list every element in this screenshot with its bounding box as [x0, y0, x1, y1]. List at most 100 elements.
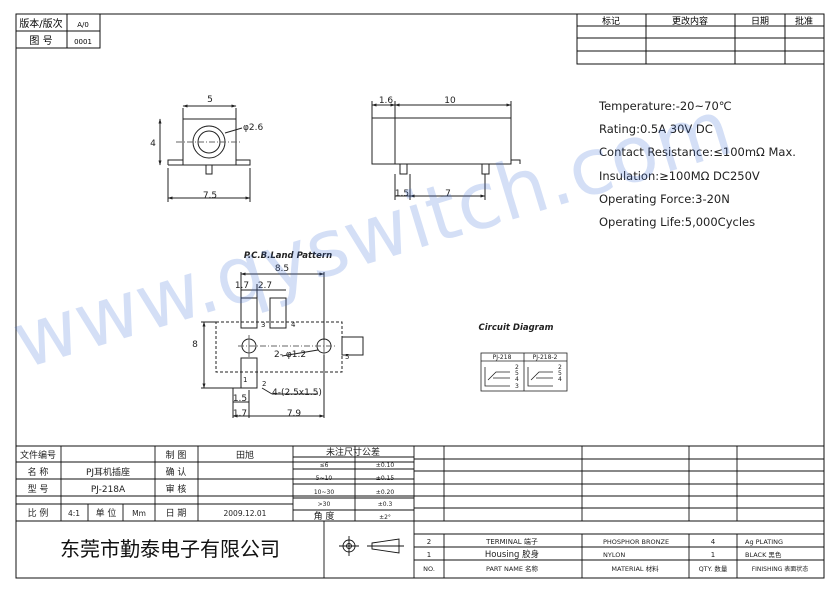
unit-label: 单 位	[96, 507, 117, 519]
sheet-border	[15, 13, 825, 579]
revision-table: 标记 更改内容 日期 批准	[576, 13, 825, 65]
part-row-1-no: 2	[427, 538, 431, 546]
part-row-1-name: TERMINAL 端子	[485, 537, 538, 546]
pcb-pin-1: 1	[243, 376, 247, 384]
pcb-dim-b: 2.7	[258, 281, 272, 291]
circuit-b-pin-5: 5	[558, 370, 562, 377]
circuit-a-pin-4: 4	[515, 376, 519, 383]
spec-rating: Rating:0.5A 30V DC	[599, 122, 713, 136]
pcb-dim-d: 1.7	[233, 409, 247, 419]
tolerance-title: 未注尺寸公差	[326, 446, 380, 458]
spec-list: Temperature:-20~70℃ Rating:0.5A 30V DC C…	[598, 99, 796, 229]
revision-header-approve: 批准	[795, 15, 813, 27]
pcb-title: P.C.B.Land Pattern	[244, 251, 332, 261]
pcb-pin-5: 5	[345, 353, 349, 361]
side-dim-b: 10	[444, 96, 456, 106]
pcb-dim-height: 8	[192, 340, 198, 350]
scale-value: 4:1	[68, 509, 80, 518]
revision-header-content: 更改内容	[672, 15, 708, 27]
parts-header-material: MATERIAL 材料	[611, 564, 659, 573]
company-name: 东莞市勤泰电子有限公司	[60, 537, 280, 561]
parts-header-name: PART NAME 名称	[486, 564, 539, 573]
tol-range-1: ≤6	[320, 462, 329, 469]
front-dim-height: 4	[150, 139, 156, 149]
spec-contact-resistance: Contact Resistance:≤100mΩ Max.	[599, 145, 796, 159]
drawn-label: 制 图	[166, 449, 187, 461]
spec-insulation: Insulation:≥100MΩ DC250V	[599, 169, 760, 183]
drawing-no-value: 0001	[74, 38, 92, 46]
tol-value-2: ±0.15	[376, 475, 395, 482]
date-label: 日 期	[166, 508, 187, 519]
part-row-1-material: PHOSPHOR BRONZE	[603, 538, 669, 546]
parts-header-qty: QTY. 数量	[699, 564, 728, 573]
side-dim-c: 1.5	[395, 189, 409, 199]
front-dim-width: 5	[207, 95, 213, 105]
pcb-dim-e: 7.9	[287, 409, 302, 419]
name-value: PJ耳机插座	[86, 466, 130, 478]
part-row-2-name: Housing 胶身	[485, 549, 539, 560]
tol-range-4: >30	[318, 501, 331, 508]
circuit-label-a: PJ-218	[493, 354, 512, 361]
drawing-no-label: 图 号	[29, 35, 52, 47]
front-dim-base: 7.5	[203, 191, 217, 201]
spec-operating-life: Operating Life:5,000Cycles	[599, 215, 755, 229]
version-value: A/0	[77, 21, 89, 29]
pcb-dim-total: 8.5	[275, 264, 289, 274]
circuit-b-pin-4: 4	[558, 376, 562, 383]
tol-value-3: ±0.20	[376, 489, 395, 496]
confirm-label: 确 认	[166, 466, 187, 478]
tol-value-5: ±2°	[379, 514, 391, 521]
model-label: 型 号	[28, 484, 49, 495]
front-view	[158, 104, 251, 202]
review-label: 审 核	[166, 483, 187, 495]
circuit-a-pin-5: 5	[515, 370, 519, 377]
pcb-slot-label: 4-(2.5x1.5)	[272, 388, 322, 398]
part-row-2-material: NYLON	[603, 551, 625, 559]
spec-operating-force: Operating Force:3-20N	[599, 192, 730, 206]
part-row-2-finish: BLACK 黑色	[745, 550, 782, 559]
tol-range-3: 10~30	[314, 489, 334, 496]
part-row-1-qty: 4	[711, 538, 716, 546]
tol-value-1: ±0.10	[376, 462, 395, 469]
scale-label: 比 例	[28, 507, 49, 519]
date-value: 2009.12.01	[224, 509, 267, 518]
tol-range-2: 5~10	[316, 475, 333, 482]
pcb-dim-c: 1.5	[233, 394, 247, 404]
revision-header-date: 日期	[751, 16, 769, 27]
side-view	[371, 101, 521, 200]
pcb-hole-label: 2- φ1.2	[274, 350, 306, 360]
tolerance-table: ≤6 ±0.10 5~10 ±0.15 10~30 ±0.20 >30 ±0.3…	[314, 462, 395, 522]
header-box: 版本/版次 A/0 图 号 0001	[15, 13, 101, 49]
part-row-2-no: 1	[427, 551, 431, 559]
circuit-a-pin-3: 3	[515, 383, 519, 390]
part-row-1-finish: Ag PLATING	[745, 538, 783, 546]
circuit-b-pin-2: 2	[558, 364, 562, 371]
pcb-pin-2: 2	[262, 380, 266, 388]
name-label: 名 称	[28, 466, 49, 478]
tol-value-4: ±0.3	[378, 501, 393, 508]
circuit-diagram	[480, 352, 568, 392]
tol-range-5: 角 度	[314, 510, 335, 522]
circuit-title: Circuit Diagram	[479, 323, 554, 333]
pcb-dim-a: 1.7	[235, 281, 249, 291]
parts-header-finish: FINISHING 表面状态	[752, 565, 809, 573]
unit-value: Mm	[132, 509, 146, 518]
file-no-label: 文件编号	[20, 449, 56, 461]
pcb-land-pattern	[201, 272, 364, 418]
circuit-label-b: PJ-218-2	[533, 354, 558, 361]
version-label: 版本/版次	[19, 17, 62, 30]
revision-header-mark: 标记	[602, 15, 620, 27]
parts-list: 2 TERMINAL 端子 PHOSPHOR BRONZE 4 Ag PLATI…	[423, 537, 808, 573]
front-dim-hole: φ2.6	[243, 123, 264, 133]
part-row-2-qty: 1	[711, 551, 715, 559]
drawn-value: 田旭	[236, 449, 254, 461]
pcb-pin-4: 4	[291, 321, 296, 329]
model-value: PJ-218A	[91, 485, 126, 495]
side-dim-d: 7	[445, 189, 451, 199]
parts-header-no: NO.	[423, 565, 435, 573]
pcb-pin-3: 3	[261, 321, 265, 329]
title-block	[16, 445, 824, 578]
side-dim-a: 1.6	[379, 96, 394, 106]
circuit-a-pin-2: 2	[515, 364, 519, 371]
